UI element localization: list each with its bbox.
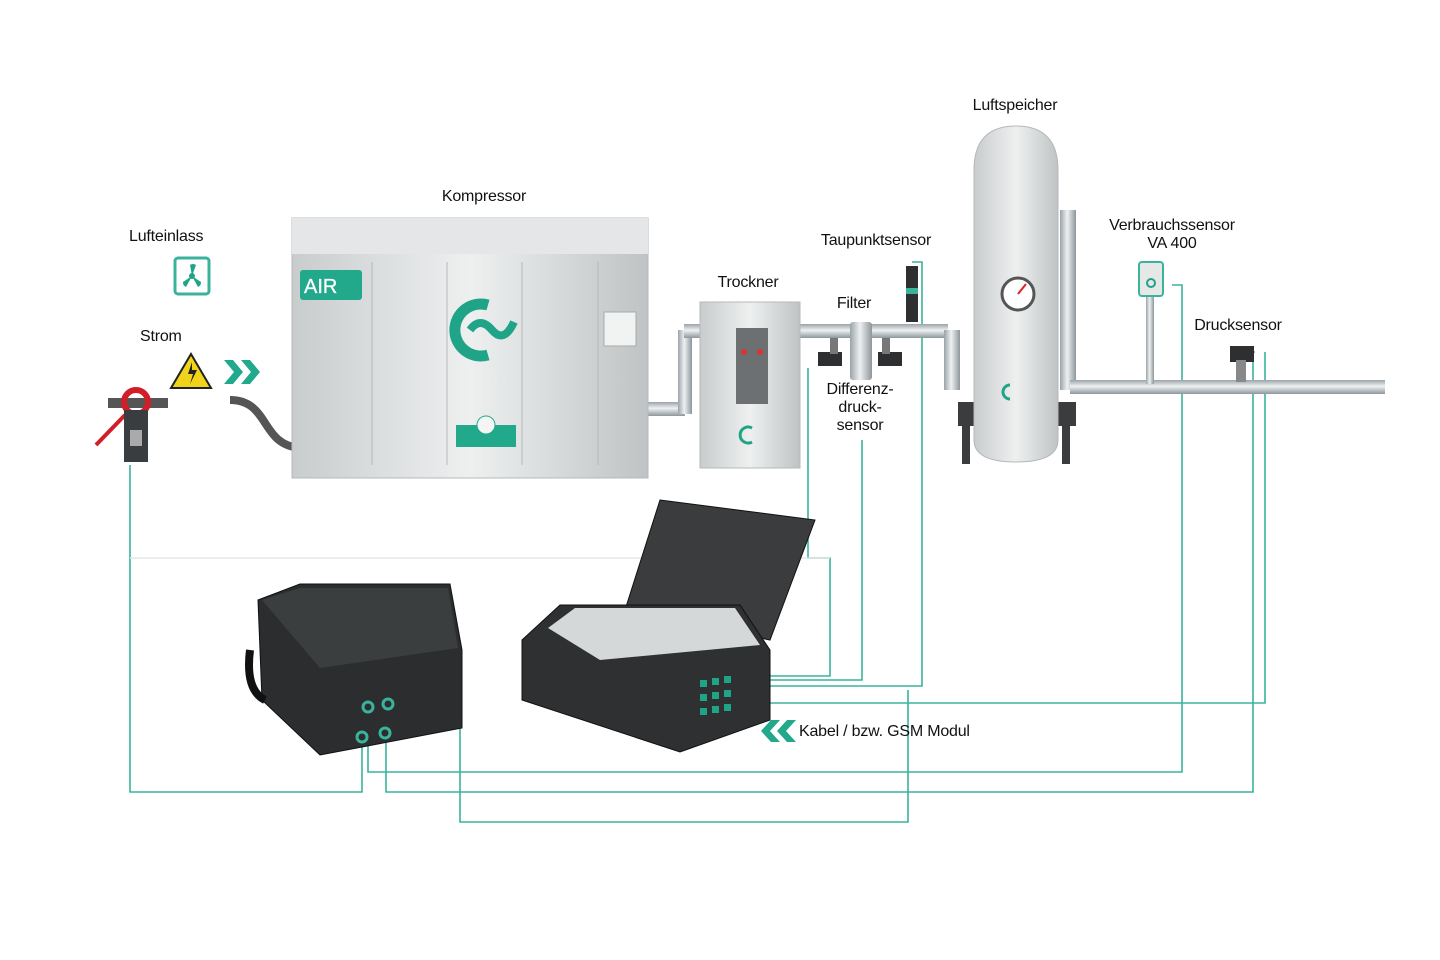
label-kabel-gsm: Kabel / bzw. GSM Modul (799, 723, 970, 740)
label-line: sensor (836, 417, 884, 434)
label-strom: Strom (140, 328, 182, 345)
fan-icon (173, 256, 211, 296)
pressure-sensor (1230, 346, 1254, 382)
cable-taupunkt (740, 261, 923, 687)
compressor: AIR (291, 217, 649, 479)
cs-logo (449, 298, 490, 362)
label-line: Verbrauchssensor (1109, 217, 1235, 234)
label-taupunktsensor: Taupunktsensor (820, 232, 932, 249)
cable-drucksensor-2 (740, 352, 1266, 704)
cable-strom (129, 465, 363, 793)
air-receiver-tank (958, 125, 1076, 464)
label-drucksensor: Drucksensor (1194, 317, 1282, 334)
label-luftspeicher: Luftspeicher (972, 97, 1058, 114)
label-line: druck- (838, 399, 882, 416)
label-kompressor: Kompressor (441, 188, 527, 205)
flow-sensor-va400 (1138, 261, 1164, 384)
dryer (699, 301, 801, 469)
label-lufteinlass: Lufteinlass (129, 228, 204, 245)
compressor-brand-logo: AIR (304, 276, 337, 298)
pressure-gauge-icon (1000, 276, 1036, 312)
air-pipes (645, 210, 1385, 416)
current-clamp-icon (94, 387, 301, 462)
warning-electric-icon (169, 352, 213, 389)
label-filter: Filter (836, 295, 872, 312)
filter-housing (850, 322, 872, 380)
double-chevron-left-icon (761, 720, 796, 742)
label-trockner: Trockner (717, 274, 779, 291)
data-logger-case (245, 583, 463, 756)
label-verbrauchssensor: Verbrauchssensor VA 400 (1109, 217, 1235, 253)
label-differenzdruck: Differenz- druck- sensor (826, 381, 893, 435)
measurement-instrument-case (521, 499, 816, 753)
cable-verbrauchssensor (367, 284, 1183, 773)
double-chevron-right-icon (224, 360, 260, 384)
dewpoint-sensor (906, 266, 918, 322)
differential-pressure-sensors (818, 338, 902, 366)
label-line: Differenz- (826, 381, 894, 398)
cable-differenz-2 (740, 440, 863, 681)
label-line: VA 400 (1147, 235, 1197, 252)
